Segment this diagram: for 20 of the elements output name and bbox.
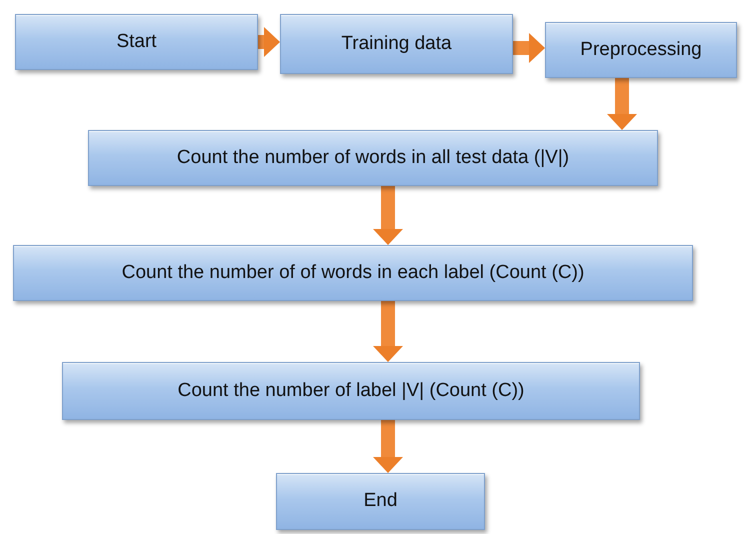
box-label: Count the number of label |V| (Count (C)) (178, 380, 524, 402)
block-arrow (513, 33, 545, 63)
block-arrow (607, 78, 637, 130)
block-arrow (373, 301, 403, 362)
box-label: Start (116, 30, 157, 54)
block-arrow (373, 186, 403, 245)
process-box (280, 14, 513, 74)
process-box (545, 22, 737, 78)
block-arrow (373, 420, 403, 473)
box-label: Count the number of words in all test data (|V|) (176, 146, 570, 170)
process-box (13, 245, 693, 301)
process-box (88, 130, 658, 186)
process-box (15, 14, 258, 70)
box-label: Training data (341, 32, 452, 56)
box-label: Preprocessing (580, 38, 702, 62)
box-label: Count the number of of words in each label (Count (C)) (122, 262, 584, 284)
block-arrow (258, 27, 280, 57)
process-box (62, 362, 640, 420)
process-box (276, 473, 485, 530)
box-label: End (364, 490, 398, 513)
